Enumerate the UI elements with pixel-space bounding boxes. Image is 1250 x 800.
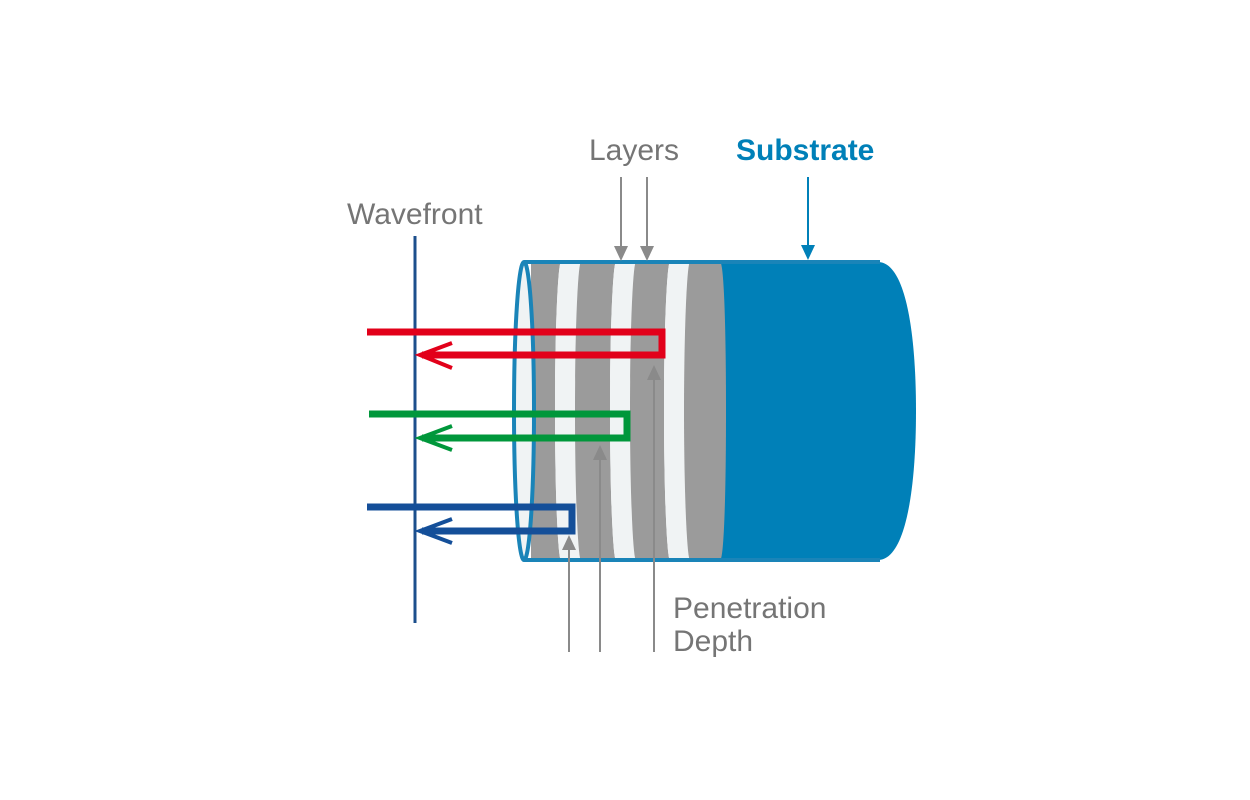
penetration-pointer-arrowhead-1 <box>562 535 576 550</box>
layer-pointer-arrowhead-2 <box>640 246 654 261</box>
green-ray-arrowhead <box>414 424 453 452</box>
blue-ray-arrowhead <box>414 517 453 545</box>
layer-gray-4 <box>684 262 726 560</box>
green-ray-path <box>369 410 631 442</box>
red-ray <box>367 328 666 370</box>
layer-pointer-arrowhead-1 <box>614 246 628 261</box>
blue-ray-path <box>367 503 576 535</box>
substrate-pointer-arrowhead <box>801 245 815 260</box>
red-ray-path <box>367 328 666 359</box>
substrate-pointer <box>801 177 815 260</box>
substrate-label: Substrate <box>736 134 874 167</box>
wavefront-label: Wavefront <box>347 198 483 231</box>
substrate-body <box>715 262 916 560</box>
penetration-depth-label-line1: Penetration <box>673 592 826 625</box>
layers-label: Layers <box>589 134 679 167</box>
green-ray <box>369 410 631 452</box>
penetration-pointer-arrowhead-3 <box>647 365 661 380</box>
layer-white-3 <box>664 262 690 560</box>
layers-pointers <box>614 177 654 261</box>
penetration-pointers <box>562 365 661 652</box>
penetration-depth-label-line2: Depth <box>673 625 753 658</box>
red-ray-arrowhead <box>414 341 453 370</box>
blue-ray <box>367 503 576 545</box>
penetration-pointer-arrowhead-2 <box>593 445 607 460</box>
